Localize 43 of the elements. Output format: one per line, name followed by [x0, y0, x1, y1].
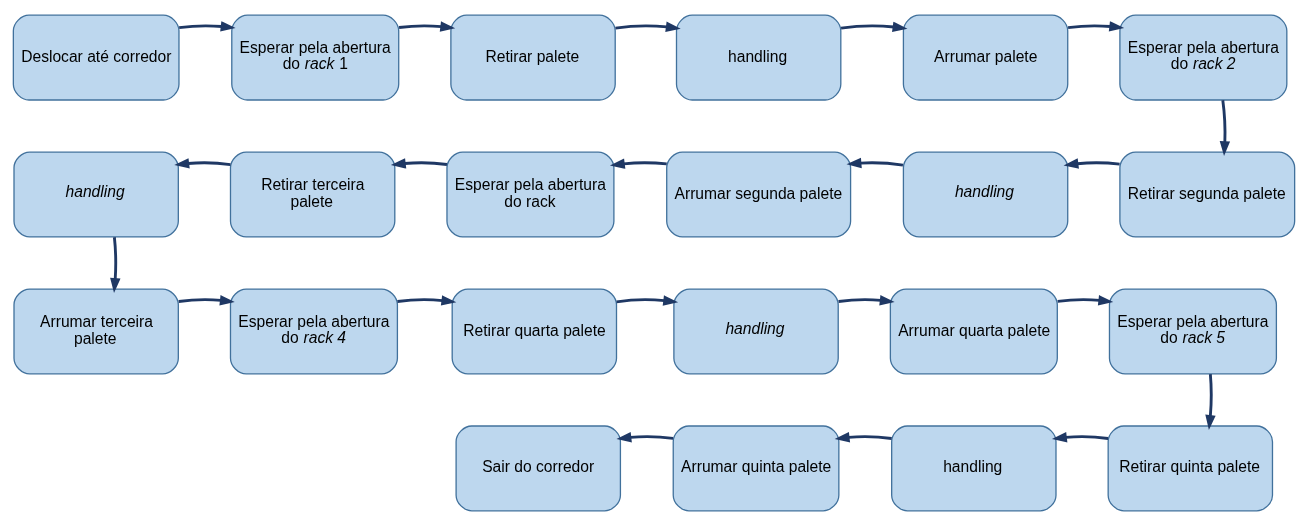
node-box: Retirar palete [450, 14, 616, 101]
node-box: handling [902, 151, 1069, 238]
arrow [616, 295, 679, 306]
node-box: Deslocar até corredor [12, 14, 180, 101]
arrow [840, 21, 908, 32]
arrow [1051, 432, 1109, 443]
arrow [834, 432, 892, 443]
arrow [616, 432, 674, 443]
arrow [397, 295, 457, 306]
arrow [838, 295, 895, 306]
node-box: Sair do corredor [455, 425, 622, 512]
node-box: Arrumar palete [902, 14, 1069, 101]
node-box: Esperar pela abertura do rack 1 [231, 14, 400, 101]
arrow [1057, 295, 1114, 306]
arrow [179, 21, 236, 32]
node-box: Retirar segunda palete [1119, 151, 1296, 238]
arrow [609, 158, 667, 169]
arrow [615, 21, 681, 32]
node-box: Retirar quinta palete [1107, 425, 1274, 512]
node-box: Retirar terceira palete [229, 151, 396, 238]
arrow [846, 157, 904, 169]
node-box: handling [891, 425, 1057, 512]
node-box: Retirar quarta palete [451, 288, 618, 375]
node-box: Esperar pela abertura do rack 4 [229, 288, 399, 375]
node-box: Arrumar segunda palete [666, 151, 852, 238]
arrow [174, 158, 231, 169]
arrow [398, 21, 456, 32]
node-box: handling [13, 151, 179, 238]
arrow [390, 158, 448, 169]
node-box: handling [675, 14, 842, 101]
arrow [110, 237, 121, 293]
node-box: handling [673, 288, 839, 375]
node-box: Arrumar quinta palete [672, 425, 840, 512]
arrow [1063, 158, 1120, 169]
arrow [1205, 374, 1216, 430]
node-box: Esperar pela abertura do rack 2 [1119, 14, 1288, 101]
node-box: Esperar pela abertura do rack 5 [1108, 288, 1278, 375]
arrow [178, 295, 235, 306]
node-box: Arrumar terceira palete [13, 288, 179, 375]
node-box: Esperar pela abertura do rack [446, 151, 615, 238]
node-box: Arrumar quarta palete [889, 288, 1058, 375]
arrow [1219, 100, 1231, 157]
arrow [1067, 21, 1125, 32]
